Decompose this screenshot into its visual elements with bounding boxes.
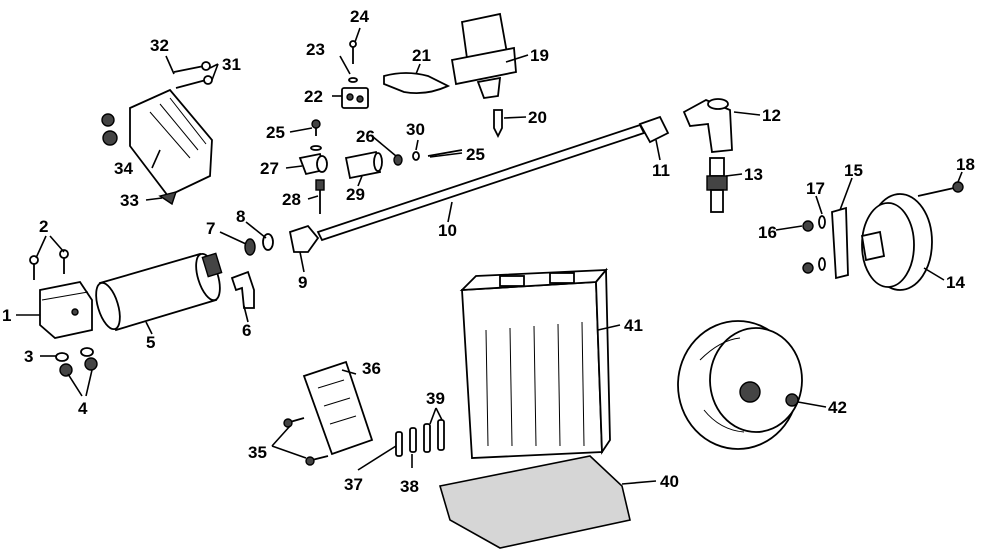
- callout-19: 19: [530, 46, 549, 65]
- callout-3: 3: [24, 347, 33, 366]
- callout-16: 16: [758, 223, 777, 242]
- callout-9: 9: [298, 273, 307, 292]
- leader-lines: [16, 27, 963, 485]
- callout-31: 31: [222, 55, 241, 74]
- callout-26: 26: [356, 127, 375, 146]
- part-fuse-block: [283, 360, 374, 466]
- callout-4: 4: [78, 399, 88, 418]
- part-battery-mat: [438, 455, 631, 549]
- callout-32: 32: [150, 36, 169, 55]
- callout-labels: 1 2 3 4 5 6 7 8 9 10 11 12 13 14 15 16 1…: [2, 7, 975, 496]
- part-cable-boot: [288, 224, 320, 253]
- callout-21: 21: [412, 46, 431, 65]
- part-terminal-block: [341, 40, 369, 109]
- part-alternator: [677, 320, 803, 450]
- callout-24: 24: [350, 7, 369, 26]
- callout-5: 5: [146, 333, 155, 352]
- part-rubber-mount: [383, 72, 451, 95]
- part-switch-assembly: [298, 119, 463, 214]
- part-ignition-coil: [95, 252, 223, 332]
- callout-11: 11: [652, 161, 670, 180]
- part-rectifier-plate: [101, 61, 213, 206]
- callout-28: 28: [282, 190, 301, 209]
- callout-1: 1: [2, 306, 11, 325]
- callout-22: 22: [304, 87, 323, 106]
- callout-40: 40: [660, 472, 679, 491]
- part-horn-fasteners: [802, 181, 964, 274]
- callout-18: 18: [956, 155, 975, 174]
- callout-10: 10: [438, 221, 457, 240]
- callout-8: 8: [236, 207, 245, 226]
- callout-35: 35: [248, 443, 267, 462]
- part-battery: [459, 267, 611, 459]
- callout-30: 30: [406, 120, 425, 139]
- part-fuses: [395, 419, 445, 457]
- part-regulator-terminal: [493, 109, 503, 139]
- part-spark-plug: [706, 157, 728, 213]
- part-bracket-bolts: [29, 249, 69, 280]
- callout-42: 42: [828, 398, 847, 417]
- callout-20: 20: [528, 108, 547, 127]
- callout-38: 38: [400, 477, 419, 496]
- part-regulator: [450, 12, 517, 99]
- callout-23: 23: [306, 40, 325, 59]
- callout-33: 33: [120, 191, 139, 210]
- callout-13: 13: [744, 165, 763, 184]
- callout-29: 29: [346, 185, 365, 204]
- callout-12: 12: [762, 106, 781, 125]
- callout-39: 39: [426, 389, 445, 408]
- callout-34: 34: [114, 159, 133, 178]
- callout-7: 7: [206, 219, 215, 238]
- part-elbow-connector: [230, 270, 255, 309]
- part-horn-bracket: [831, 206, 849, 280]
- part-cable-end: [638, 115, 670, 144]
- callout-25a: 25: [266, 123, 285, 142]
- callout-27: 27: [260, 159, 279, 178]
- callout-2: 2: [39, 217, 48, 236]
- part-washers-7-8: [244, 233, 274, 256]
- part-plug-cap: [682, 98, 733, 153]
- part-washers-nuts: [55, 347, 98, 377]
- callout-6: 6: [242, 321, 251, 340]
- callout-25b: 25: [466, 145, 485, 164]
- callout-15: 15: [844, 161, 863, 180]
- callout-37: 37: [344, 475, 363, 494]
- callout-17: 17: [806, 179, 825, 198]
- callout-41: 41: [624, 316, 643, 335]
- part-coil-bracket: [39, 280, 93, 339]
- callout-36: 36: [362, 359, 381, 378]
- part-horn: [860, 193, 933, 291]
- callout-14: 14: [946, 273, 965, 292]
